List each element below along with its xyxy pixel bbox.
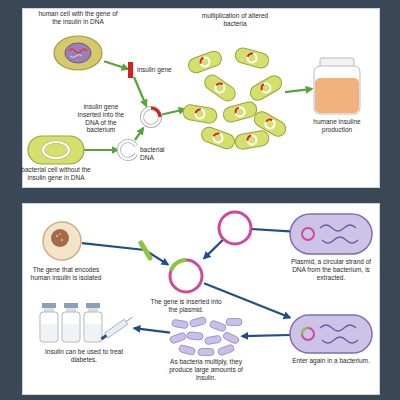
step-node: Enter again in a bacterium. (290, 315, 372, 353)
bacteria-cluster (169, 317, 242, 356)
flow-arrow (204, 228, 290, 258)
flow-arrow (84, 149, 118, 151)
step-node: The gene is inserted into the plasmid. (168, 258, 204, 294)
flow-arrow (285, 89, 312, 92)
step-caption: multiplication of altered bacteria (193, 12, 277, 28)
bacterial-cell (28, 136, 84, 164)
human-cell (43, 222, 81, 260)
step-caption: Enter again in a bacterium. (290, 357, 372, 365)
bacterium (290, 315, 372, 353)
insulin-gene (141, 243, 150, 258)
step-caption: bacterial cell without the insulin gene … (20, 166, 92, 182)
recombinant-plasmid (142, 108, 160, 126)
step-caption: humane insuline production (307, 118, 367, 134)
insulin-gene (128, 62, 133, 78)
plasmid-ring (219, 212, 251, 244)
step-node: insulin gene inserted into the DNA of th… (140, 106, 162, 128)
step-node: humane insuline production (312, 58, 362, 114)
bacteria-cluster (182, 46, 289, 151)
step-node: Plasmid, a circular strand of DNA from t… (290, 214, 372, 254)
flow-arrow (242, 335, 290, 336)
step-node: bacterial DNA (118, 140, 138, 160)
step-node: Insulin can be used to treat diabetes. (34, 300, 134, 344)
step-caption: As bacteria multiply, they produce large… (161, 358, 251, 381)
step-node: The gene that encodes human insulin is i… (42, 222, 82, 260)
flow-arrow (104, 61, 128, 69)
flow-arrow (82, 243, 168, 264)
step-caption: bacterial DNA (140, 146, 180, 162)
step-caption: The gene that encodes human insulin is i… (28, 266, 104, 282)
step-caption: insulin gene inserted into the DNA of th… (72, 103, 130, 134)
bacterium (290, 214, 372, 254)
step-caption: human cell with the gene of the insulin … (34, 10, 122, 26)
bacterial-dna (119, 141, 136, 159)
flow-arrow (134, 328, 170, 333)
insulin-bottle (314, 58, 360, 114)
flow-arrow (134, 77, 146, 106)
human-cell (54, 36, 102, 70)
step-caption: Insulin can be used to treat diabetes. (34, 348, 134, 364)
step-node: bacterial cell without the insulin gene … (28, 136, 84, 164)
insulin-vials (40, 303, 134, 342)
step-caption: The gene is inserted into the plasmid. (146, 298, 226, 314)
step-caption: Plasmid, a circular strand of DNA from t… (288, 258, 374, 281)
recombinant-plasmid (170, 260, 202, 292)
flow-arrow (135, 128, 143, 140)
step-node: insulin gene (128, 62, 134, 78)
step-node: human cell with the gene of the insulin … (52, 34, 104, 72)
step-node: multiplication of altered bacteria (185, 48, 285, 148)
top-panel (22, 8, 380, 188)
step-caption: insulin gene (137, 66, 187, 74)
step-node: As bacteria multiply, they produce large… (170, 318, 242, 356)
flow-arrow (162, 109, 185, 114)
